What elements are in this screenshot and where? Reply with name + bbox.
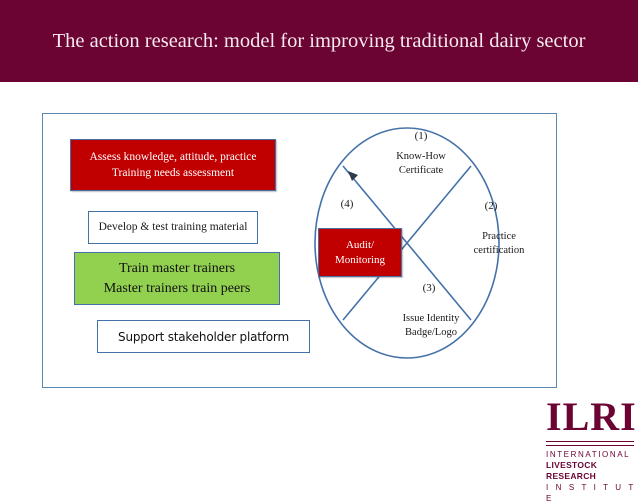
wheel-segment-1-line2: Certificate [398,165,444,176]
flow-box-develop-text: Develop & test training material [99,220,248,235]
wheel-segment-4-line1: Audit/ [345,238,375,251]
page-title: The action research: model for improving… [52,29,586,52]
wheel-segment-4-line2: Monitoring [334,253,386,266]
wheel-arrow-icon [348,171,358,181]
ilri-logo: ILRI INTERNATIONAL LIVESTOCK RESEARCH I … [542,394,638,503]
wheel-segment-3-line1: Issue Identity [402,313,460,324]
wheel-segment-2-label: Practice certification [453,230,545,258]
flow-box-assess[interactable]: Assess knowledge, attitude, practice Tra… [70,139,276,191]
ilri-wordmark: ILRI [546,394,637,439]
wheel-segment-4-number: (4) [340,198,354,210]
wheel-segment-4-text: Audit/ Monitoring [335,238,385,268]
flow-box-train-text: Train master trainers Master trainers tr… [104,259,251,299]
wheel-segment-1-label: Know-How Certificate [375,150,467,178]
wheel-segment-3-label: Issue Identity Badge/Logo [381,312,481,340]
flow-box-assess-line2: Training needs assessment [111,167,235,179]
flow-box-support[interactable]: Support stakeholder platform [97,320,310,353]
flow-box-train[interactable]: Train master trainers Master trainers tr… [74,252,280,305]
flow-box-develop-line1: Develop & test training material [98,221,248,233]
wheel-segment-1-line1: Know-How [396,151,446,162]
ilri-logo-divider [546,441,634,446]
wheel-segment-1-number: (1) [414,130,428,142]
flow-box-develop[interactable]: Develop & test training material [88,211,258,244]
wheel-segment-2-line2: certification [473,245,525,256]
ilri-tagline-line1: INTERNATIONAL [546,450,631,459]
wheel-segment-2-line1: Practice [482,231,516,242]
certification-wheel-diagram: (1) Know-How Certificate (2) Practice ce… [313,126,524,362]
wheel-segment-3-line2: Badge/Logo [405,327,457,338]
title-banner: The action research: model for improving… [0,0,638,82]
flow-box-support-line1: Support stakeholder platform [118,329,289,344]
flow-box-train-line2: Master trainers train peers [103,280,251,296]
ilri-tagline-line2: LIVESTOCK RESEARCH [546,460,598,481]
flow-box-assess-line1: Assess knowledge, attitude, practice [89,151,257,163]
flow-box-assess-text: Assess knowledge, attitude, practice Tra… [89,149,256,181]
wheel-segment-2-number: (2) [484,200,498,212]
wheel-segment-4-audit-box[interactable]: Audit/ Monitoring [318,228,402,277]
flow-box-train-line1: Train master trainers [118,260,236,276]
ilri-tagline-line3: I N S T I T U T E [546,483,636,503]
wheel-circle-icon [314,127,500,359]
wheel-segment-3-number: (3) [422,282,436,294]
flow-box-support-text: Support stakeholder platform [118,329,289,345]
